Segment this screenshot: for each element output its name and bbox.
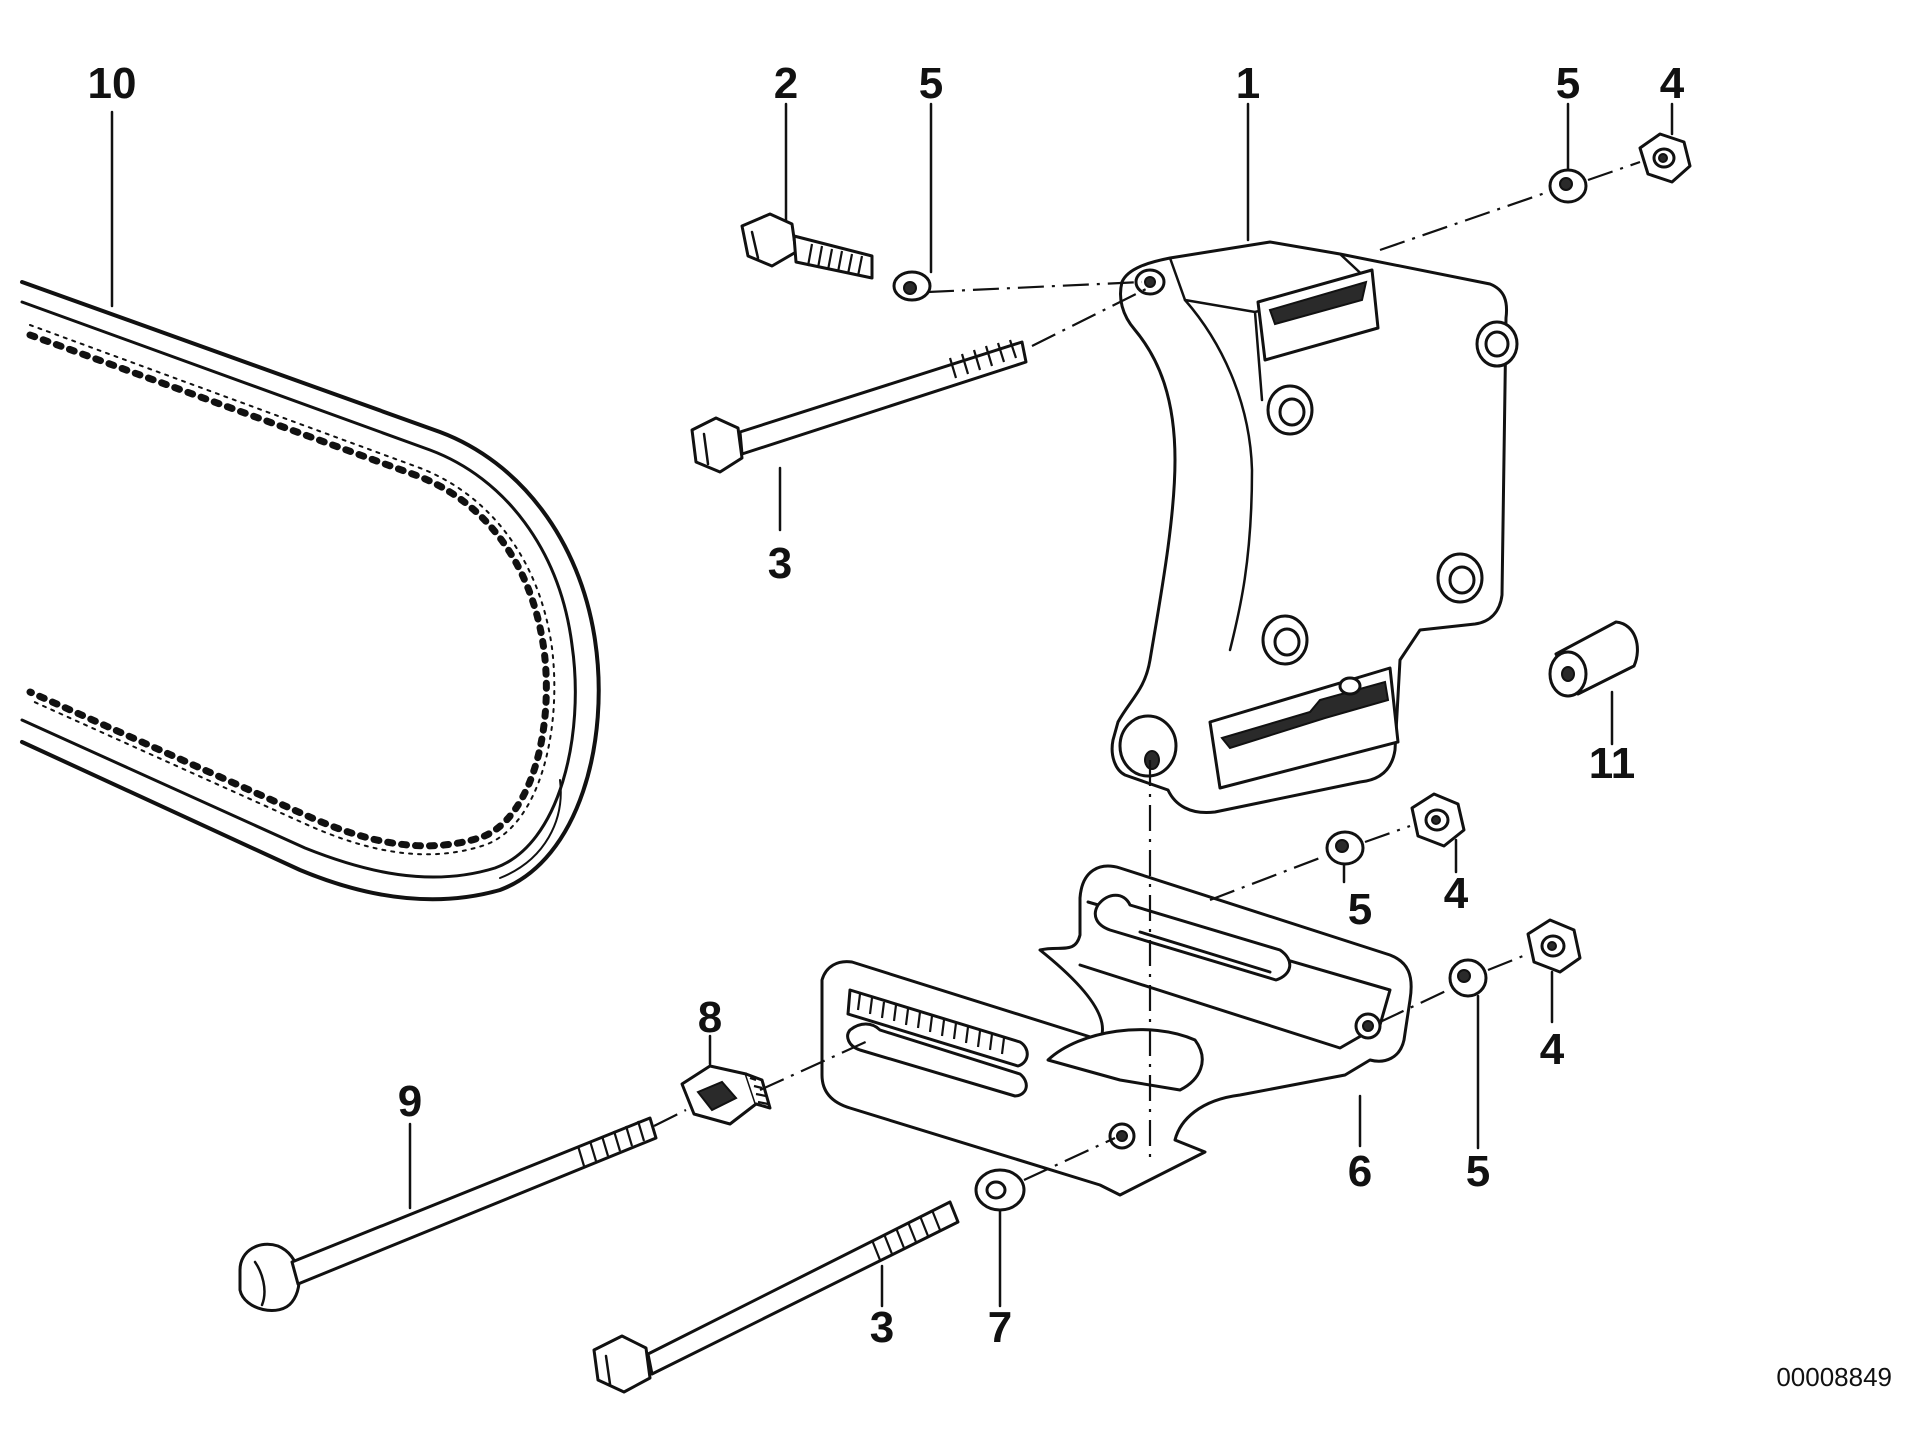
callout-10: 10 (88, 59, 137, 108)
callout-4-middle: 4 (1444, 869, 1469, 918)
callout-5-lower: 5 (1466, 1147, 1490, 1196)
long-bolt-lower (592, 1200, 960, 1394)
callout-5-upper-left: 5 (919, 59, 943, 108)
callout-3-lower: 3 (870, 1303, 894, 1352)
adjusting-bracket (820, 864, 1413, 1197)
lock-washer-upper-right (1548, 168, 1588, 204)
spacer-sleeve (1548, 620, 1639, 698)
callout-9: 9 (398, 1077, 422, 1126)
callout-11: 11 (1589, 739, 1636, 788)
callout-2: 2 (774, 59, 798, 108)
callout-3-upper: 3 (768, 539, 792, 588)
drive-belt (20, 280, 601, 902)
lock-washer-middle-right (1325, 830, 1365, 866)
callout-5-middle: 5 (1348, 885, 1372, 934)
callout-7: 7 (988, 1303, 1012, 1352)
callout-6: 6 (1348, 1147, 1372, 1196)
callout-4-upper-right: 4 (1660, 59, 1685, 108)
adjusting-nut (680, 1064, 772, 1126)
adjusting-bolt (238, 1116, 658, 1312)
callout-leader-lines (110, 102, 1674, 1308)
callout-8: 8 (698, 993, 722, 1042)
callout-5-upper-right: 5 (1556, 59, 1580, 108)
long-bolt-upper (690, 339, 1028, 474)
hex-nut-lower-right (1526, 918, 1582, 974)
callout-1: 1 (1236, 59, 1260, 108)
short-bolt (740, 212, 874, 280)
assembly-axis-lines (653, 160, 1641, 1181)
diagram-code: 00008849 (1776, 1362, 1892, 1392)
main-bracket (1110, 240, 1519, 815)
callout-4-lower: 4 (1540, 1025, 1565, 1074)
hex-nut-middle-right (1410, 792, 1466, 848)
callout-labels: 10 2 5 1 5 4 3 11 5 4 8 9 4 6 5 3 7 (88, 59, 1685, 1352)
lock-washer-lower-right (1448, 958, 1488, 998)
lock-washer-upper-left (892, 270, 932, 302)
hex-nut-upper-right (1638, 132, 1692, 184)
flat-washer (974, 1168, 1026, 1212)
